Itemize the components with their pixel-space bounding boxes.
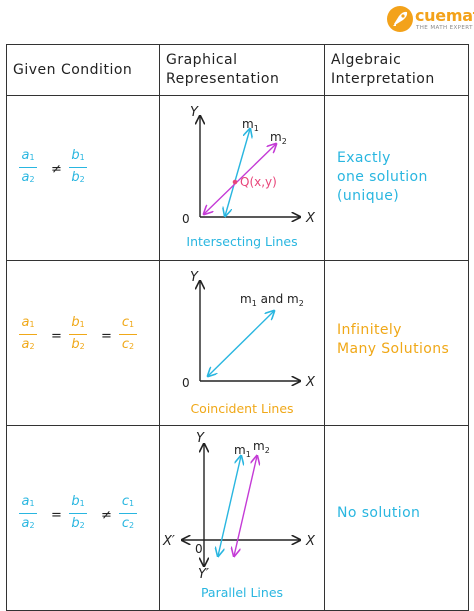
logo-name: cuemath	[415, 6, 474, 25]
graph-cell: Y X X′ Y′ 0 m1 m2 Parallel Lines	[159, 425, 325, 611]
interpretation-text: Exactly one solution (unique)	[337, 150, 428, 204]
header-algebraic-line2: Interpretation	[331, 71, 435, 87]
interpretation-cell: No solution	[324, 425, 469, 611]
header-graphical: Graphical Representation	[159, 44, 325, 96]
y-axis-label: Y	[190, 105, 199, 120]
label-m2: m2	[253, 439, 270, 455]
line-m2	[234, 456, 257, 556]
graph-caption: Parallel Lines	[201, 585, 283, 600]
table-row: a1 a2 = b1 b2 = c1 c2	[6, 260, 469, 426]
label-m1: m1	[234, 443, 251, 459]
y-axis-label: Y	[190, 270, 199, 285]
graph-cell: Y X 0 m1 m2 Q(x,y) Intersecting Lines	[159, 95, 325, 261]
condition-cell: a1 a2 = b1 b2 = c1 c2	[6, 260, 160, 426]
intersecting-lines-graph: Y X 0 m1 m2 Q(x,y) Intersecting Lines	[182, 105, 316, 249]
cuemath-logo: cuemath THE MATH EXPERT	[385, 4, 474, 36]
graph-cell: Y X 0 m1 and m2 Coincident Lines	[159, 260, 325, 426]
interpretation-text: Infinitely Many Solutions	[337, 322, 450, 357]
label-m2: m2	[270, 130, 287, 146]
condition-cell: a1 a2 ≠ b1 b2	[6, 95, 160, 261]
x-axis-label: X	[305, 534, 316, 549]
x-negative-label: X′	[162, 534, 175, 549]
condition-cell: a1 a2 = b1 b2 ≠ c1 c2	[6, 425, 160, 611]
origin-label: 0	[182, 212, 190, 226]
interpretation-cell: Infinitely Many Solutions	[324, 260, 469, 426]
origin-label: 0	[182, 376, 190, 390]
header-given-condition: Given Condition	[6, 44, 160, 96]
header-given-text: Given Condition	[13, 61, 133, 78]
graph-caption: Intersecting Lines	[186, 234, 297, 249]
interpretation-cell: Exactly one solution (unique)	[324, 95, 469, 261]
table-row: a1 a2 = b1 b2 ≠ c1 c2	[6, 425, 469, 611]
label-m1-and-m2: m1 and m2	[240, 292, 304, 308]
operator: =	[51, 508, 62, 523]
label-m1: m1	[242, 117, 259, 133]
fraction-b: b1 b2	[69, 315, 87, 354]
header-graphical-line1: Graphical	[166, 52, 238, 68]
y-negative-label: Y′	[198, 567, 209, 582]
fraction-b: b1 b2	[69, 148, 87, 187]
intersection-point	[232, 179, 238, 185]
line-m2	[204, 144, 276, 214]
parallel-lines-graph: Y X X′ Y′ 0 m1 m2 Parallel Lines	[162, 431, 316, 600]
graph-caption: Coincident Lines	[190, 401, 293, 416]
y-axis-label: Y	[196, 431, 205, 446]
header-graphical-line2: Representation	[166, 71, 280, 87]
x-axis-label: X	[305, 375, 316, 390]
operator: =	[101, 329, 112, 344]
table-row: a1 a2 ≠ b1 b2	[6, 95, 469, 261]
header-algebraic: Algebraic Interpretation	[324, 44, 469, 96]
point-label: Q(x,y)	[240, 175, 277, 189]
operator: ≠	[101, 508, 112, 523]
fraction-c: c1 c2	[119, 494, 137, 533]
fraction-a: a1 a2	[19, 315, 37, 354]
fraction-c: c1 c2	[119, 315, 137, 354]
header-algebraic-line1: Algebraic	[331, 52, 402, 68]
operator: ≠	[51, 162, 62, 177]
comparison-table: Given Condition Graphical Representation…	[6, 44, 469, 611]
operator: =	[51, 329, 62, 344]
coincident-lines-graph: Y X 0 m1 and m2 Coincident Lines	[182, 270, 316, 416]
rocket-icon	[387, 6, 413, 32]
interpretation-text: No solution	[337, 505, 421, 521]
logo-tagline: THE MATH EXPERT	[416, 25, 473, 31]
fraction-a: a1 a2	[19, 148, 37, 187]
fraction-a: a1 a2	[19, 494, 37, 533]
coincident-line	[208, 311, 274, 376]
origin-label: 0	[195, 542, 203, 556]
fraction-b: b1 b2	[69, 494, 87, 533]
x-axis-label: X	[305, 211, 316, 226]
header-row: Given Condition Graphical Representation…	[6, 44, 469, 96]
